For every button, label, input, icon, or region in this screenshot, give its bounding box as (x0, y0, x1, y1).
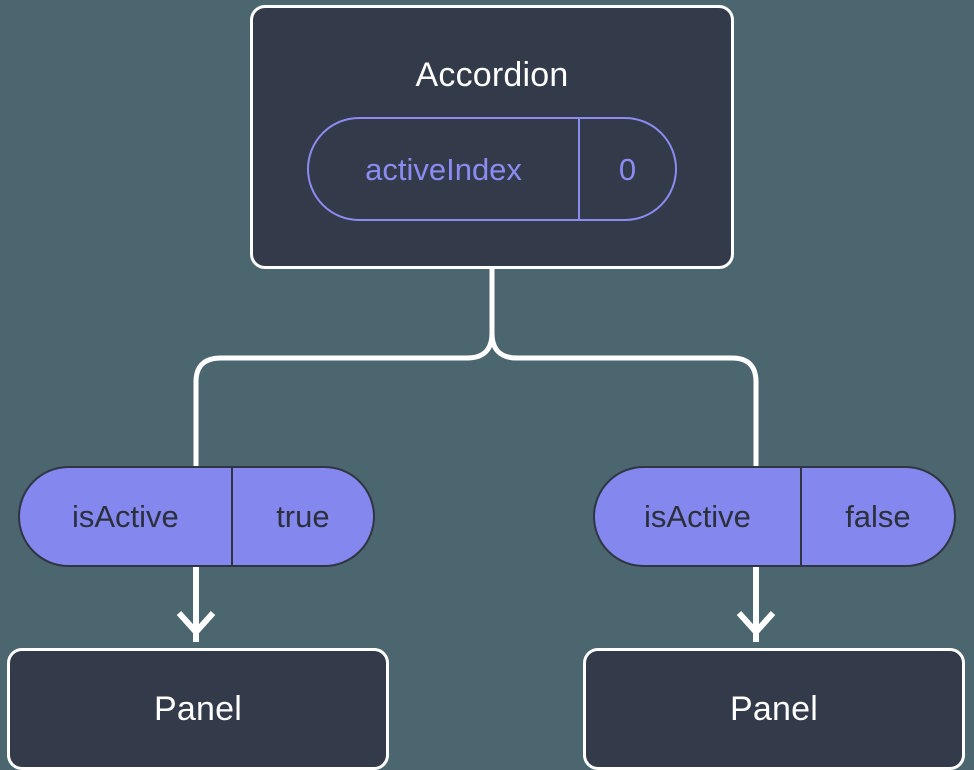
prop-badge-is-active-true-value: true (230, 468, 373, 565)
state-badge-active-index[interactable]: activeIndex 0 (307, 117, 677, 221)
connector-branch-left (193, 330, 495, 469)
arrow-head-right (736, 610, 776, 637)
state-badge-active-index-value: 0 (578, 119, 675, 219)
prop-badge-is-active-false[interactable]: isActive false (593, 466, 956, 567)
node-panel-left-title: Panel (154, 690, 242, 728)
arrow-head-left (176, 610, 216, 637)
node-panel-right[interactable]: Panel (583, 648, 965, 770)
prop-badge-is-active-false-key: isActive (644, 499, 751, 534)
node-accordion-title: Accordion (415, 56, 569, 94)
prop-badge-is-active-false-value: false (799, 468, 954, 565)
prop-badge-is-active-true[interactable]: isActive true (18, 466, 375, 567)
prop-badge-is-active-true-key: isActive (71, 499, 179, 534)
connector-branch-right (489, 330, 759, 469)
node-panel-left[interactable]: Panel (7, 648, 389, 770)
node-panel-right-title: Panel (730, 690, 818, 728)
state-badge-active-index-key: activeIndex (365, 151, 522, 187)
